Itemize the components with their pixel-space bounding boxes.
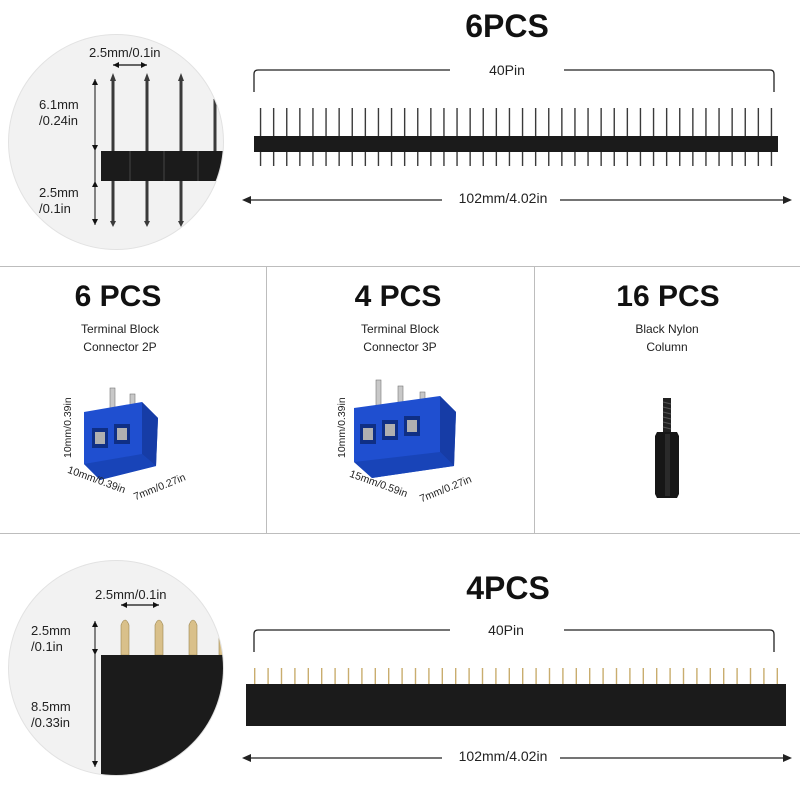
male-pitch-label: 2.5mm/0.1in <box>89 45 161 60</box>
terminal-2p-quantity: 6 PCS <box>74 280 162 313</box>
terminal-3p-depth-label: 7mm/0.27in <box>418 473 474 506</box>
male-pin-count-label: 40Pin <box>489 62 525 78</box>
male-pin-bottom-label-1: 2.5mm <box>39 185 79 200</box>
terminal-2p-name-2: Connector 2P <box>83 340 157 354</box>
male-header-quantity: 6PCS <box>465 8 549 44</box>
nylon-column-illustration <box>655 398 679 498</box>
female-pitch-label: 2.5mm/0.1in <box>95 587 167 602</box>
terminal-3p-illustration <box>354 379 456 478</box>
female-header-zoom-circle: 2.5mm/0.1in 2.5mm /0.1in 8.5mm /0.33in <box>8 560 224 776</box>
nylon-column-name-1: Black Nylon <box>635 322 699 336</box>
terminal-3p-quantity: 4 PCS <box>354 280 442 313</box>
male-header-zoom-circle: 2.5mm/0.1in 6.1mm /0.24in 2.5mm /0.1in <box>8 34 224 250</box>
top-divider <box>0 266 800 267</box>
nylon-column-name-2: Column <box>646 340 688 354</box>
terminal-2p-name-1: Terminal Block <box>80 322 160 336</box>
terminal-3p-name-2: Connector 3P <box>363 340 437 354</box>
bottom-divider <box>0 533 800 534</box>
male-pin-top-label-1: 6.1mm <box>39 97 79 112</box>
female-length-arrow <box>242 754 792 762</box>
male-length-label: 102mm/4.02in <box>458 190 548 206</box>
female-length-label: 102mm/4.02in <box>458 748 548 764</box>
female-pin-top-label-2: /0.1in <box>31 639 63 654</box>
male-length-arrow <box>242 196 792 204</box>
terminal-3p-name-1: Terminal Block <box>360 322 440 336</box>
terminal-2p-height-label: 10mm/0.39in <box>62 397 74 458</box>
female-pin-count-label: 40Pin <box>488 622 524 638</box>
male-pin-top-label-2: /0.24in <box>39 113 79 128</box>
terminal-2p-illustration <box>84 387 158 480</box>
nylon-column-quantity: 16 PCS <box>616 280 720 313</box>
female-body-label-2: /0.33in <box>31 715 71 730</box>
female-body-label-1: 8.5mm <box>31 699 71 714</box>
female-header-zoom-illustration <box>92 602 223 775</box>
male-header-strip <box>254 108 778 166</box>
male-pin-count-bracket <box>253 69 775 92</box>
vertical-divider-left <box>266 266 267 533</box>
female-strip-body <box>246 684 786 726</box>
terminal-3p-height-label: 10mm/0.39in <box>336 397 348 458</box>
female-header-quantity: 4PCS <box>466 570 550 606</box>
vertical-divider-right <box>534 266 535 533</box>
female-pin-top-label-1: 2.5mm <box>31 623 71 638</box>
male-strip-body <box>254 136 778 152</box>
female-pin-count-bracket <box>253 629 775 652</box>
female-header-strip <box>246 668 786 726</box>
male-header-zoom-illustration <box>92 62 223 227</box>
male-pin-bottom-label-2: /0.1in <box>39 201 71 216</box>
